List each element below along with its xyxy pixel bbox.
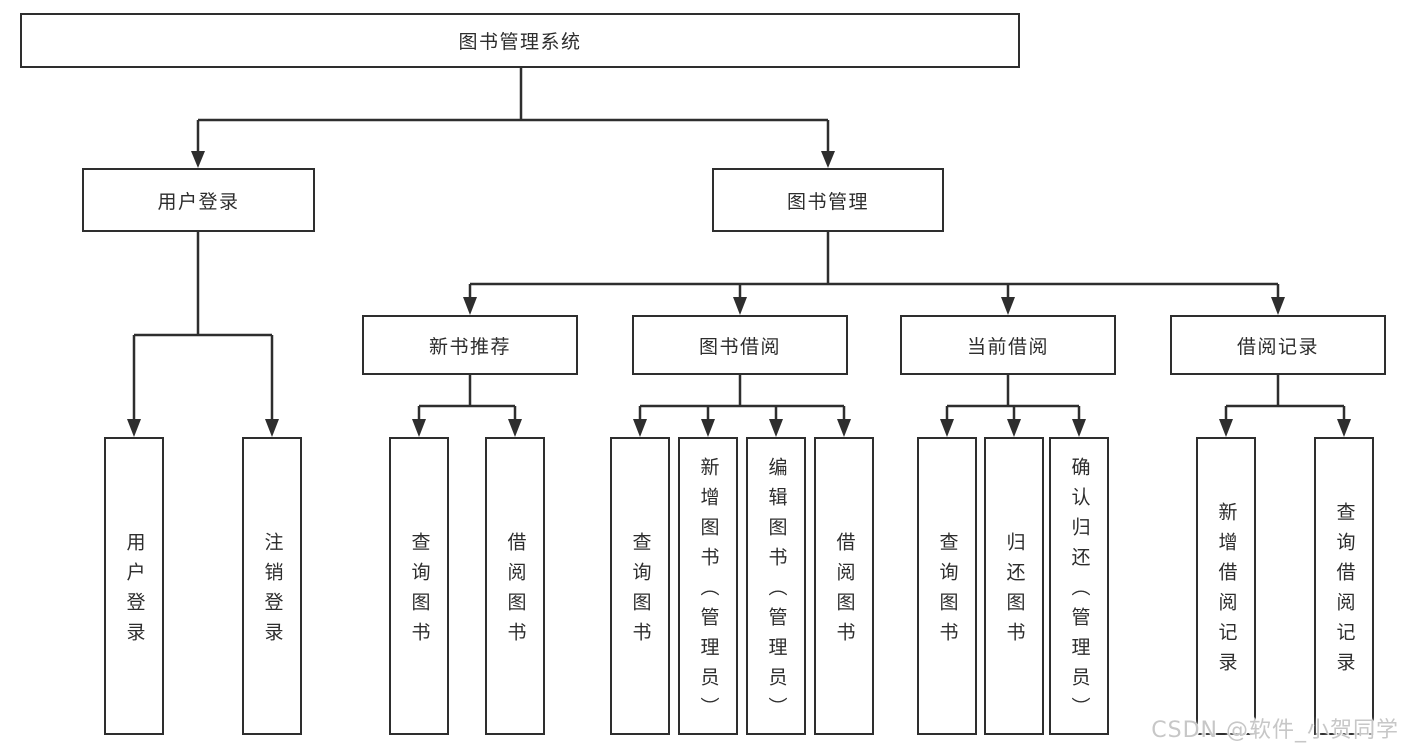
- node-label: 用户登录: [123, 531, 146, 652]
- leaf-user-login: 用户登录: [104, 437, 164, 735]
- node-current-borrowing: 当前借阅: [900, 315, 1116, 375]
- leaf-borrow-books-recommend: 借阅图书: [485, 437, 545, 735]
- csdn-watermark: CSDN @软件_小贺同学: [1151, 718, 1399, 743]
- node-label: 借阅记录: [1236, 335, 1319, 358]
- node-label: 注销登录: [261, 531, 284, 652]
- node-book-borrowing: 图书借阅: [632, 315, 848, 375]
- node-label: 新增借阅记录: [1215, 501, 1238, 682]
- node-label: 编辑图书（管理员）: [765, 456, 788, 727]
- leaf-logout: 注销登录: [242, 437, 302, 735]
- leaf-query-books-borrowing: 查询图书: [610, 437, 670, 735]
- leaf-edit-books-admin: 编辑图书（管理员）: [746, 437, 806, 735]
- leaf-return-books: 归还图书: [984, 437, 1044, 735]
- leaf-query-borrow-record: 查询借阅记录: [1314, 437, 1374, 735]
- node-label: 借阅图书: [833, 531, 856, 652]
- node-label: 查询图书: [936, 531, 959, 652]
- node-label: 查询借阅记录: [1333, 501, 1356, 682]
- node-label: 查询图书: [629, 531, 652, 652]
- leaf-borrow-books: 借阅图书: [814, 437, 874, 735]
- node-label: 确认归还（管理员）: [1068, 456, 1091, 727]
- node-label: 借阅图书: [504, 531, 527, 652]
- node-label: 图书管理系统: [458, 31, 582, 53]
- node-user-login-module: 用户登录: [82, 168, 315, 232]
- node-new-book-recommend: 新书推荐: [362, 315, 578, 375]
- node-label: 新增图书（管理员）: [697, 456, 720, 727]
- node-root-system: 图书管理系统: [20, 13, 1020, 68]
- leaf-add-books-admin: 新增图书（管理员）: [678, 437, 738, 735]
- node-borrowing-records: 借阅记录: [1170, 315, 1386, 375]
- node-label: 查询图书: [408, 531, 431, 652]
- node-book-management-module: 图书管理: [712, 168, 944, 232]
- node-label: 图书管理: [786, 190, 869, 213]
- leaf-query-books-recommend: 查询图书: [389, 437, 449, 735]
- node-label: 用户登录: [157, 190, 240, 213]
- node-label: 归还图书: [1003, 531, 1026, 652]
- node-label: 当前借阅: [966, 335, 1049, 358]
- leaf-confirm-return-admin: 确认归还（管理员）: [1049, 437, 1109, 735]
- node-label: 新书推荐: [428, 335, 511, 358]
- leaf-add-borrow-record: 新增借阅记录: [1196, 437, 1256, 735]
- node-label: 图书借阅: [698, 335, 781, 358]
- leaf-query-books-current: 查询图书: [917, 437, 977, 735]
